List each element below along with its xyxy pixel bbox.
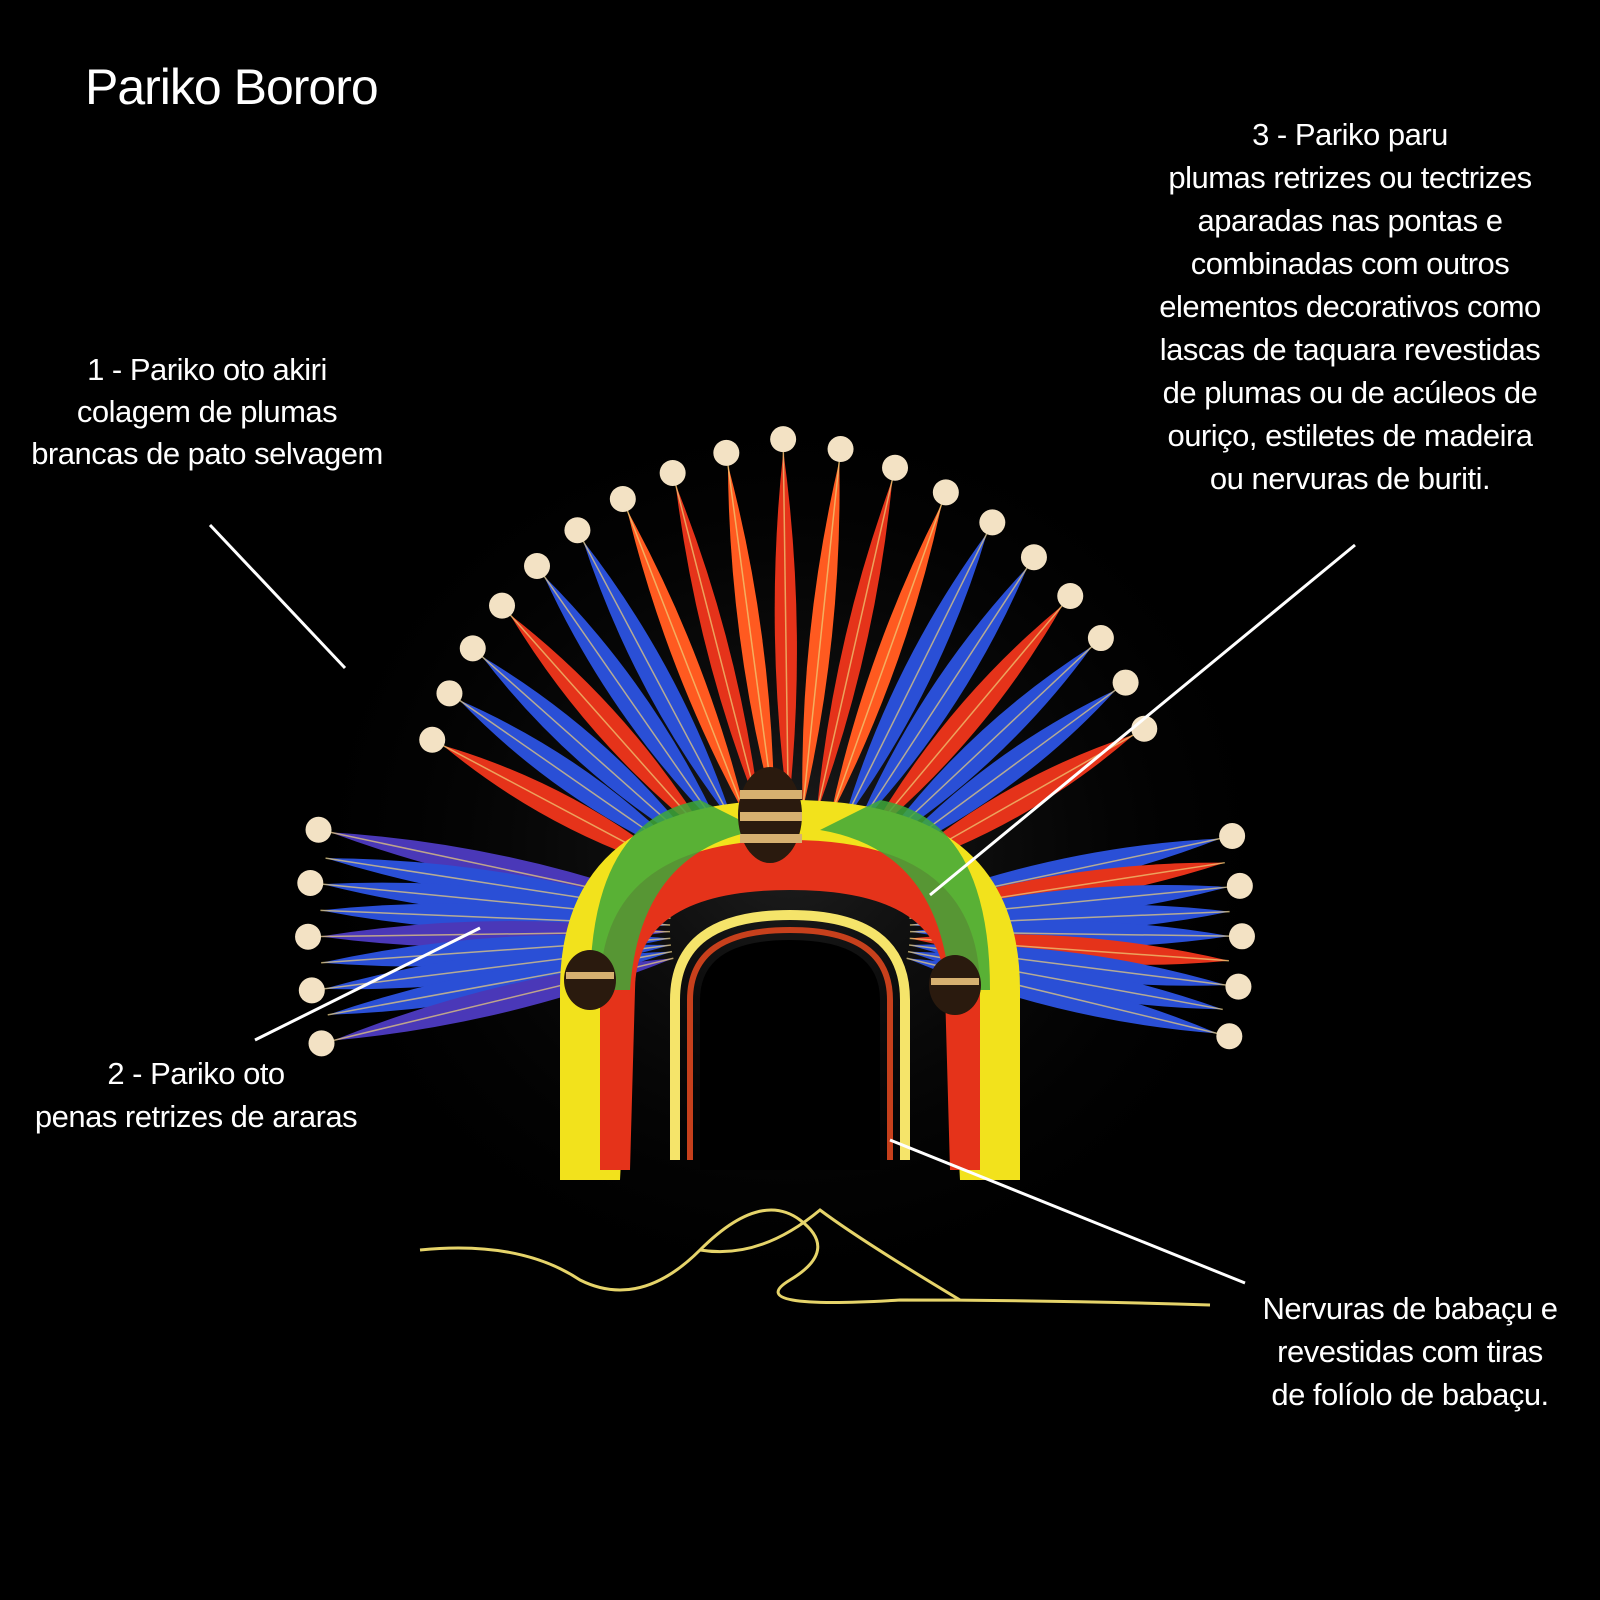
down-tuft (1228, 923, 1255, 950)
annotation-line: ouriço, estiletes de madeira (1167, 418, 1533, 453)
leader-line-2 (254, 926, 481, 1042)
leader-line-4 (889, 1138, 1246, 1285)
banded-feathers (564, 767, 981, 1015)
annotation-line: de folíolo de babaçu. (1271, 1377, 1549, 1412)
feather-shaft (815, 479, 894, 814)
annotation-pariko-paru: 3 - Pariko paru plumas retrizes ou tectr… (1100, 113, 1600, 500)
page-title: Pariko Bororo (85, 59, 379, 115)
down-tuft (305, 816, 332, 843)
annotation-line: revestidas com tiras (1277, 1334, 1543, 1369)
down-tuft (419, 726, 446, 753)
annotation-line: elementos decorativos como (1159, 289, 1541, 324)
down-tuft (1087, 625, 1114, 652)
white-down-tufts (295, 426, 1255, 1057)
down-tuft (459, 635, 486, 662)
down-tuft (295, 923, 322, 950)
feather-shaft (842, 532, 988, 823)
annotation-pariko-oto: 2 - Pariko oto penas retrizes de araras (0, 1052, 392, 1138)
feather-shaft (801, 460, 841, 811)
down-tuft (436, 680, 463, 707)
annotation-pariko-oto-akiri: 1 - Pariko oto akiri colagem de plumas b… (0, 349, 414, 475)
annotation-line: aparadas nas pontas e (1197, 203, 1503, 238)
down-tuft (297, 869, 324, 896)
down-tuft (659, 459, 686, 486)
down-tuft (713, 439, 740, 466)
feather-crown-arch (560, 767, 1020, 1180)
annotation-line: de plumas ou de acúleos de (1162, 375, 1538, 410)
leader-lines (208, 523, 1356, 1285)
down-tuft (882, 454, 909, 481)
down-tuft (609, 485, 636, 512)
down-tuft (979, 509, 1006, 536)
down-tuft (1057, 583, 1084, 610)
down-tuft (1216, 1023, 1243, 1050)
down-tuft (564, 517, 591, 544)
annotation-line: colagem de plumas (76, 394, 338, 429)
feather-shaft (509, 614, 711, 841)
feather-shaft (855, 566, 1029, 830)
annotation-nervuras-babacu: Nervuras de babaçu e revestidas com tira… (1220, 1287, 1600, 1416)
feather-shaft (626, 509, 748, 819)
annotation-line: ou nervuras de buriti. (1209, 461, 1491, 496)
down-tuft (524, 553, 551, 580)
leader-line-1 (208, 523, 347, 670)
down-tuft (1225, 973, 1252, 1000)
down-tuft (827, 436, 854, 463)
down-tuft (308, 1030, 335, 1057)
down-tuft (489, 592, 516, 619)
feather-shaft (543, 575, 723, 832)
tie-cord-loop (699, 1208, 961, 1302)
annotation-line: plumas retrizes ou tectrizes (1168, 160, 1532, 195)
feather-shaft (866, 604, 1064, 839)
annotation-line: lascas de taquara revestidas (1159, 332, 1541, 367)
feather-shaft (782, 451, 790, 811)
down-tuft (1020, 544, 1047, 571)
pariko-paru-feathers (442, 451, 1135, 875)
down-tuft (770, 426, 797, 453)
annotation-line: 2 - Pariko oto (107, 1056, 285, 1091)
down-tuft (1226, 872, 1253, 899)
feather-shaft (829, 503, 943, 818)
annotation-line: combinadas com outros (1190, 246, 1510, 281)
annotation-line: 1 - Pariko oto akiri (87, 352, 327, 387)
down-tuft (1219, 823, 1246, 850)
down-tuft (298, 977, 325, 1004)
down-tuft (1112, 669, 1139, 696)
leader-line-3 (929, 543, 1356, 897)
down-tuft (932, 479, 959, 506)
feather-shaft (582, 540, 735, 825)
tie-cord (419, 1208, 1211, 1307)
feather-shaft (727, 464, 775, 812)
annotation-line: 3 - Pariko paru (1252, 117, 1448, 152)
annotation-line: penas retrizes de araras (34, 1099, 358, 1134)
feather-shaft (674, 484, 761, 814)
annotation-line: Nervuras de babaçu e (1262, 1291, 1558, 1326)
annotation-line: brancas de pato selvagem (31, 436, 383, 471)
